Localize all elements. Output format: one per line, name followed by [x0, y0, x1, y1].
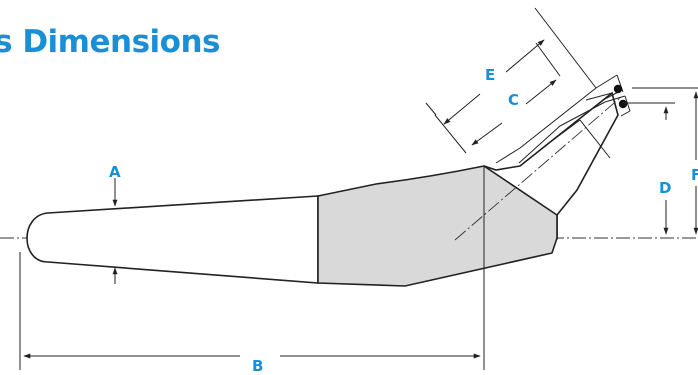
- dim-d: D: [622, 102, 675, 235]
- neck-centerline: [454, 97, 621, 241]
- dim-a: A: [109, 163, 121, 284]
- dim-b: B: [19, 166, 485, 375]
- dim-e: E: [425, 7, 597, 125]
- dim-c: C: [434, 42, 561, 154]
- label-b: B: [252, 357, 263, 375]
- label-f: F: [691, 166, 698, 184]
- shoulder-diagonal: [483, 165, 558, 216]
- body-shaded: [317, 165, 558, 287]
- page-title: sis Dimensions: [0, 24, 220, 60]
- head-pin-upper: [613, 84, 623, 94]
- dim-f: F: [632, 87, 698, 235]
- head-pin-lower: [618, 99, 628, 109]
- stem-outline: [26, 195, 319, 284]
- label-e: E: [485, 66, 495, 84]
- label-c: C: [508, 91, 519, 109]
- label-a: A: [109, 163, 121, 181]
- label-d: D: [659, 179, 671, 197]
